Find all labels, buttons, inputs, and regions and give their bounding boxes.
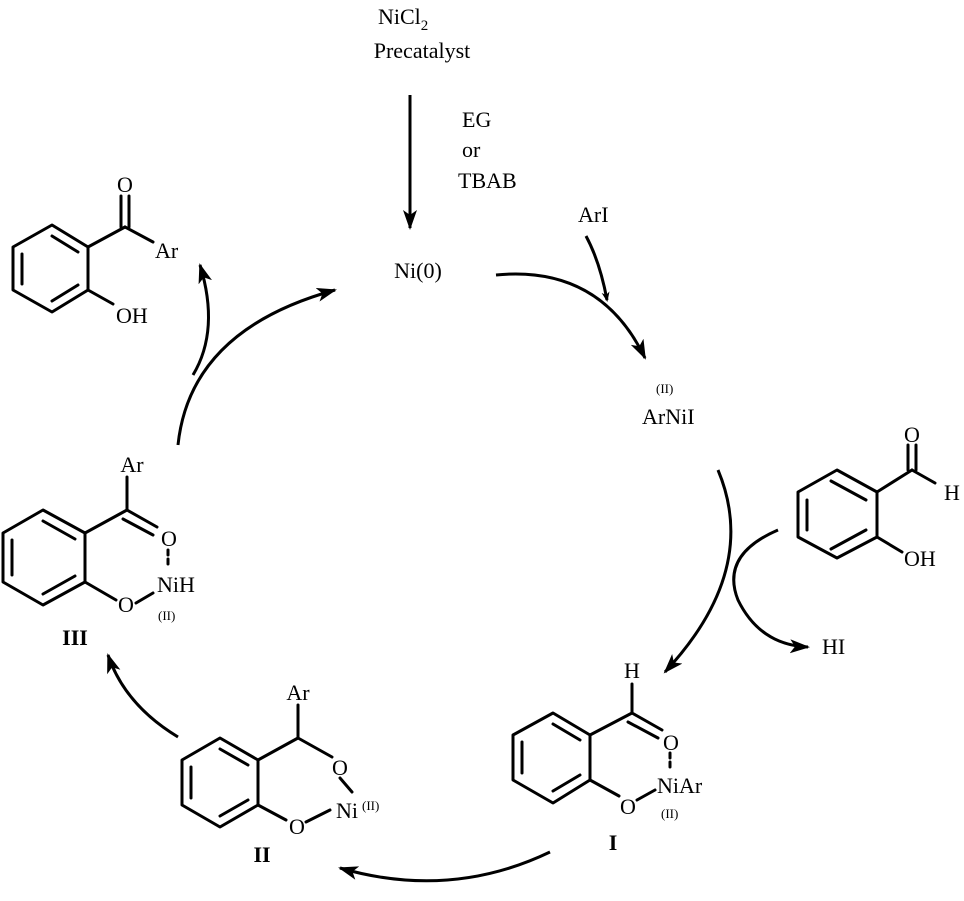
ni0-label: Ni(0) xyxy=(394,258,442,283)
aryl-iodide-label: ArI xyxy=(578,202,609,227)
intermediate-i-oxidation-state: (II) xyxy=(661,806,678,821)
intermediate-ii-ar: Ar xyxy=(286,680,310,705)
regeneration-arrow xyxy=(176,288,337,446)
intermediate-i-structure: H O NiAr O (II) I xyxy=(511,658,703,855)
precatalyst-label: Precatalyst xyxy=(374,38,471,63)
product-structure: O Ar OH xyxy=(11,172,179,328)
beta-hydride-elimination-arrow xyxy=(106,653,179,739)
salicylaldehyde-structure: O H OH xyxy=(796,422,960,571)
intermediate-ii-structure: Ar O Ni O (II) II xyxy=(180,680,379,867)
intermediate-i-ni: NiAr xyxy=(657,773,703,798)
oxidative-addition-arrow xyxy=(495,272,647,360)
intermediate-ii-o-phenoxide: O xyxy=(289,814,305,839)
product-release-arrow xyxy=(191,263,212,376)
hi-release-arrow xyxy=(732,528,810,654)
intermediate-ii-o-alkoxide: O xyxy=(332,755,348,780)
ligand-exchange-arrow xyxy=(663,469,733,674)
precatalyst-formula: NiCl xyxy=(378,4,421,29)
intermediate-ii-oxidation-state: (II) xyxy=(362,798,379,813)
salicylaldehyde-o: O xyxy=(904,422,920,447)
aryl-iodide-input-arrow xyxy=(584,235,610,302)
intermediate-iii-o-carbonyl: O xyxy=(161,526,177,551)
reagent-or: or xyxy=(462,137,481,162)
intermediate-i-o-phenoxide: O xyxy=(620,794,636,819)
intermediate-iii-structure: Ar O NiH O (II) III xyxy=(1,452,195,650)
intermediate-iii-oxidation-state: (II) xyxy=(158,608,175,623)
product-o: O xyxy=(117,172,133,197)
reagent-tbab: TBAB xyxy=(458,168,517,193)
intermediate-iii-o-phenoxide: O xyxy=(118,592,134,617)
salicylaldehyde-h: H xyxy=(944,480,960,505)
intermediate-i-o-carbonyl: O xyxy=(663,730,679,755)
arnii-label: ArNiI xyxy=(642,404,695,429)
precatalyst-subscript: 2 xyxy=(421,18,429,34)
reagent-eg: EG xyxy=(462,107,491,132)
insertion-arrow xyxy=(338,850,551,883)
intermediate-ii-ni: Ni xyxy=(336,798,358,823)
product-ar: Ar xyxy=(155,238,179,263)
intermediate-i-label: I xyxy=(609,830,618,855)
intermediate-iii-ni: NiH xyxy=(157,572,195,597)
salicylaldehyde-oh: OH xyxy=(904,546,936,571)
product-oh: OH xyxy=(116,303,148,328)
intermediate-iii-ar: Ar xyxy=(120,452,144,477)
intermediate-ii-label: II xyxy=(253,842,270,867)
arnii-oxidation-state: (II) xyxy=(656,381,673,396)
hi-label: HI xyxy=(822,634,845,659)
intermediate-iii-label: III xyxy=(62,625,88,650)
precatalyst: NiCl2 Precatalyst xyxy=(374,4,471,63)
svg-text:NiCl2: NiCl2 xyxy=(378,4,428,34)
intermediate-i-h: H xyxy=(624,658,640,683)
